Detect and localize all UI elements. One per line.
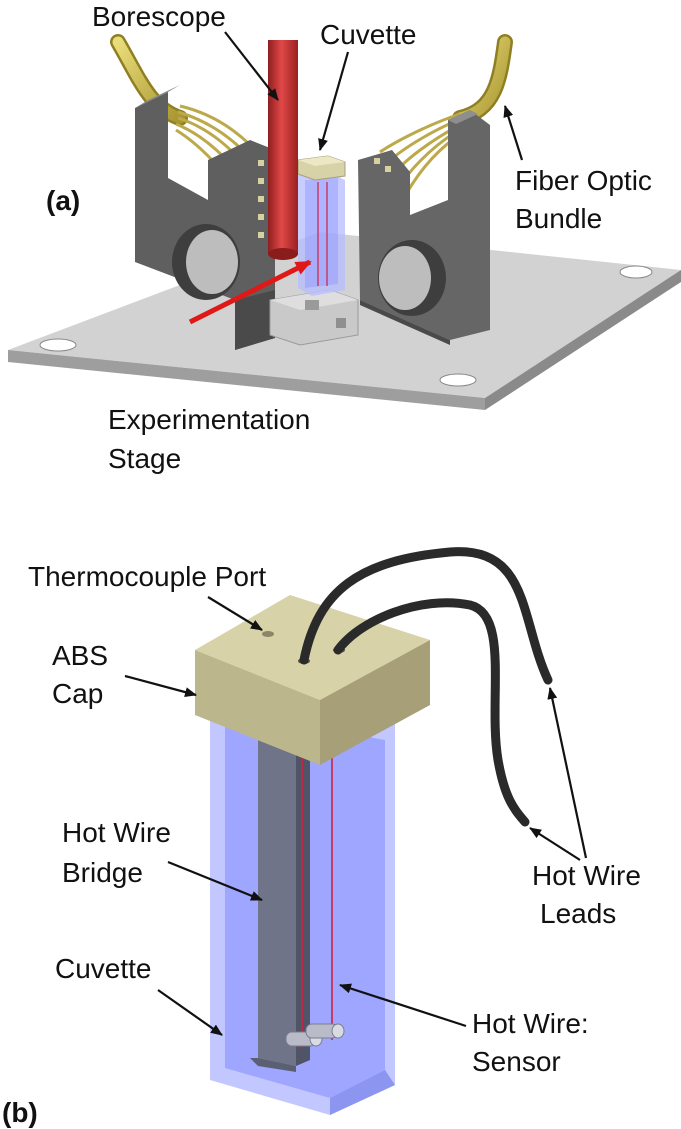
panel-b-tag: (b) bbox=[2, 1097, 38, 1128]
panel-b: Thermocouple Port ABS Cap Hot Wire Bridg… bbox=[2, 547, 641, 1128]
hot-wire-leads-arrow-upper bbox=[547, 687, 588, 859]
borescope-label: Borescope bbox=[92, 1, 226, 32]
hot-wire-leads-arrow-lower bbox=[529, 827, 581, 861]
abs-cap-label-line2: Cap bbox=[52, 678, 103, 709]
cuvette-b-label: Cuvette bbox=[55, 953, 152, 984]
thermocouple-port-arrow bbox=[207, 596, 263, 631]
cuvette-a-arrow bbox=[318, 51, 350, 151]
right-fiber-mount bbox=[358, 110, 490, 345]
hot-wire-leads-label-line2: Leads bbox=[540, 898, 616, 929]
fiber-optic-arrow bbox=[503, 105, 524, 161]
hot-wire-bridge-label-line1: Hot Wire bbox=[62, 817, 171, 848]
hot-wire-bridge-arrow bbox=[167, 860, 263, 902]
abs-cap-label-line1: ABS bbox=[52, 640, 108, 671]
hot-wire-sensor-label-line1: Hot Wire: bbox=[472, 1008, 589, 1039]
hot-wire-sensor-label-line2: Sensor bbox=[472, 1046, 561, 1077]
hot-wire-leads-label-line1: Hot Wire bbox=[532, 860, 641, 891]
borescope bbox=[268, 40, 298, 260]
cuvette-a bbox=[297, 155, 346, 296]
fiber-optic-label-line1: Fiber Optic bbox=[515, 165, 652, 196]
panel-a-tag: (a) bbox=[46, 185, 80, 216]
cuvette-holder bbox=[269, 289, 359, 346]
fiber-optic-label-line2: Bundle bbox=[515, 203, 602, 234]
left-fiber-mount bbox=[135, 85, 275, 350]
panel-a: Borescope Cuvette Fiber Optic Bundle (a)… bbox=[8, 1, 681, 474]
hot-wire-sensor-arrow bbox=[339, 983, 467, 1028]
abs-cap-arrow bbox=[124, 674, 197, 697]
stage-label-line2: Stage bbox=[108, 443, 181, 474]
hot-wire-sensor bbox=[285, 1023, 345, 1047]
laser-beam-arrow bbox=[188, 259, 312, 325]
hot-wire-bridge-label-line2: Bridge bbox=[62, 857, 143, 888]
hot-wire-leads bbox=[299, 547, 553, 827]
borescope-arrow bbox=[224, 31, 279, 101]
stage-label-line1: Experimentation bbox=[108, 404, 310, 435]
cuvette-a-label: Cuvette bbox=[320, 19, 417, 50]
cuvette-b-arrow bbox=[157, 989, 223, 1036]
thermocouple-port-label: Thermocouple Port bbox=[28, 561, 266, 592]
hot-wire-bridge bbox=[250, 720, 310, 1072]
